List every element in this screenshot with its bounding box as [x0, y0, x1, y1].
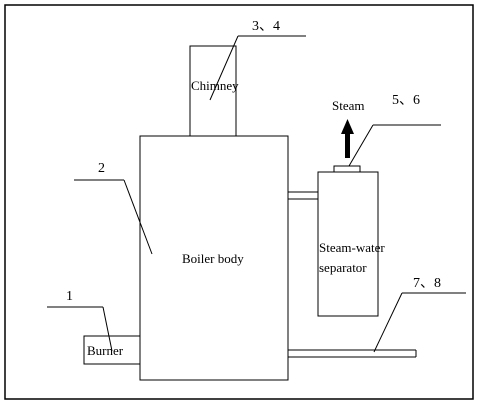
steam-arrow-head — [341, 119, 354, 134]
boiler-body-label: Boiler body — [182, 251, 244, 266]
steam-outlet-nozzle — [333, 165, 361, 173]
outer-frame — [4, 4, 474, 400]
callout-steam-outlet-ref: 5、6 — [392, 93, 420, 108]
chimney-label: Chimney — [191, 78, 239, 93]
callout-leader-outlet-pipe — [373, 292, 403, 353]
callout-boiler-ref: 2 — [98, 161, 105, 176]
separator-label-line1: Steam-water — [319, 240, 385, 255]
callout-leader-burner — [102, 306, 113, 352]
callout-leader-boiler — [123, 179, 153, 255]
boiler-body — [139, 135, 289, 381]
callout-chimney-ref: 3、4 — [252, 19, 280, 34]
burner-label: Burner — [87, 343, 124, 358]
callout-leader-steam-outlet — [348, 124, 374, 167]
callout-outlet-pipe-ref: 7、8 — [413, 276, 441, 291]
callout-leader-chimney — [209, 35, 239, 101]
callout-burner-ref: 1 — [66, 289, 73, 304]
steam-arrow-shaft — [345, 132, 350, 158]
steam-label: Steam — [332, 98, 365, 113]
separator-label-line2: separator — [319, 260, 367, 275]
